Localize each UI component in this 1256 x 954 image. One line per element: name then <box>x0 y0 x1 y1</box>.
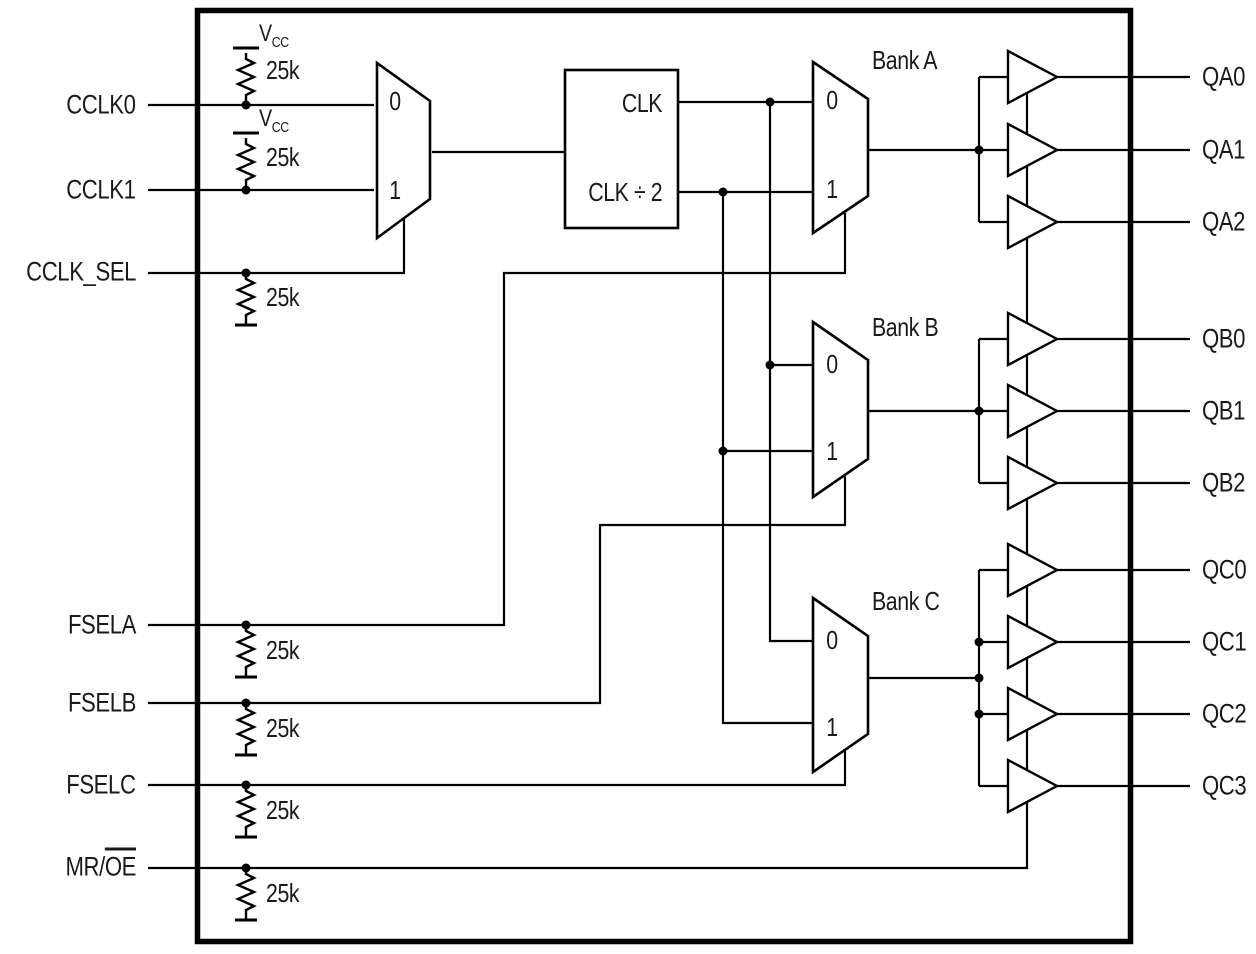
bank-c-mux <box>811 595 870 775</box>
pin-label-fselb: FSELB <box>67 687 137 718</box>
resistor-fsela-icon <box>236 623 256 679</box>
bank-b-mux-in0-label: 0 <box>826 349 838 379</box>
wire-fsela <box>148 213 847 627</box>
cclk-mux-in0-label: 0 <box>389 86 401 116</box>
cclk-select-mux <box>375 60 432 241</box>
output-buffer-qb2 <box>1006 455 1059 511</box>
resistor-value-cclk1: 25k <box>266 142 300 172</box>
wire-buffer-input-stubs <box>979 75 1008 788</box>
resistor-fselb-icon <box>236 701 256 757</box>
bank-a-mux-in0-label: 0 <box>826 85 838 115</box>
pin-label-qb0: QB0 <box>1202 323 1246 354</box>
output-buffer-qa1 <box>1006 122 1059 178</box>
output-buffer-qa2 <box>1006 194 1059 250</box>
bank-b-mux-in1-label: 1 <box>826 436 838 466</box>
resistor-mr-oe-icon <box>236 866 256 922</box>
junction-dots <box>241 97 984 873</box>
wire-clk-vertical-to-bank-c <box>768 102 813 643</box>
wire-output-lines <box>1057 75 1190 788</box>
bank-b-title: Bank B <box>872 312 939 342</box>
wire-cclk-sel <box>148 217 406 275</box>
chip-boundary <box>194 7 1134 945</box>
vcc-label: VCC <box>259 20 289 51</box>
pin-label-qa1: QA1 <box>1202 134 1246 165</box>
pin-label-cclk0: CCLK0 <box>66 89 137 120</box>
pin-label-qc2: QC2 <box>1202 698 1247 729</box>
resistor-value-fsela: 25k <box>266 635 300 665</box>
pin-label-qc3: QC3 <box>1202 770 1247 801</box>
bank-c-mux-in0-label: 0 <box>826 625 838 655</box>
resistor-value-cclk-sel: 25k <box>266 282 300 312</box>
clock-divider-block <box>563 68 680 230</box>
resistor-value-fselb: 25k <box>266 713 300 743</box>
resistor-cclk0-icon <box>236 51 256 107</box>
resistor-cclk-sel-icon <box>236 271 256 327</box>
wire-clkdiv2-vertical-to-bank-c <box>721 192 813 725</box>
pin-label-qb2: QB2 <box>1202 467 1246 498</box>
bank-a-mux <box>811 59 870 236</box>
resistor-value-mr-oe: 25k <box>266 878 300 908</box>
clk-div2-output-label: CLK ÷ 2 <box>587 177 662 207</box>
vcc-label: VCC <box>259 105 289 136</box>
output-buffer-qc1 <box>1006 614 1059 670</box>
bank-c-title: Bank C <box>872 586 940 616</box>
pin-label-qb1: QB1 <box>1202 395 1246 426</box>
bank-a-title: Bank A <box>872 45 938 75</box>
pin-label-qc0: QC0 <box>1202 554 1247 585</box>
bank-b-mux <box>811 319 870 500</box>
output-buffer-qc0 <box>1006 542 1059 598</box>
wire-fselc <box>148 751 847 787</box>
clk-output-label: CLK <box>621 88 663 118</box>
cclk-mux-in1-label: 1 <box>389 175 401 205</box>
resistor-cclk1-icon <box>236 136 256 192</box>
mr-label-part: MR/ <box>65 851 105 882</box>
pin-label-mr-oe: MR/OE <box>65 847 136 882</box>
pin-label-fselc: FSELC <box>66 769 137 800</box>
output-buffer-qb0 <box>1006 311 1059 367</box>
wire-fselb <box>148 476 847 705</box>
output-buffer-qb1 <box>1006 383 1059 439</box>
output-buffers <box>1006 49 1059 814</box>
pin-label-fsela: FSELA <box>67 609 137 640</box>
resistor-fselc-icon <box>236 783 256 839</box>
output-buffer-qc2 <box>1006 686 1059 742</box>
pin-label-qa0: QA0 <box>1202 61 1246 92</box>
pin-label-cclk1: CCLK1 <box>66 174 137 205</box>
wires <box>148 75 1190 870</box>
bank-a-mux-in1-label: 1 <box>826 174 838 204</box>
pin-label-qa2: QA2 <box>1202 206 1246 237</box>
resistor-value-fselc: 25k <box>266 795 300 825</box>
bank-c-mux-in1-label: 1 <box>826 712 838 742</box>
output-buffer-qa0 <box>1006 49 1059 105</box>
oe-overline-part: OE <box>104 847 136 882</box>
resistor-value-cclk0: 25k <box>266 55 300 85</box>
pin-label-cclk-sel: CCLK_SEL <box>26 256 136 287</box>
output-buffer-qc3 <box>1006 758 1059 814</box>
pin-label-qc1: QC1 <box>1202 626 1247 657</box>
